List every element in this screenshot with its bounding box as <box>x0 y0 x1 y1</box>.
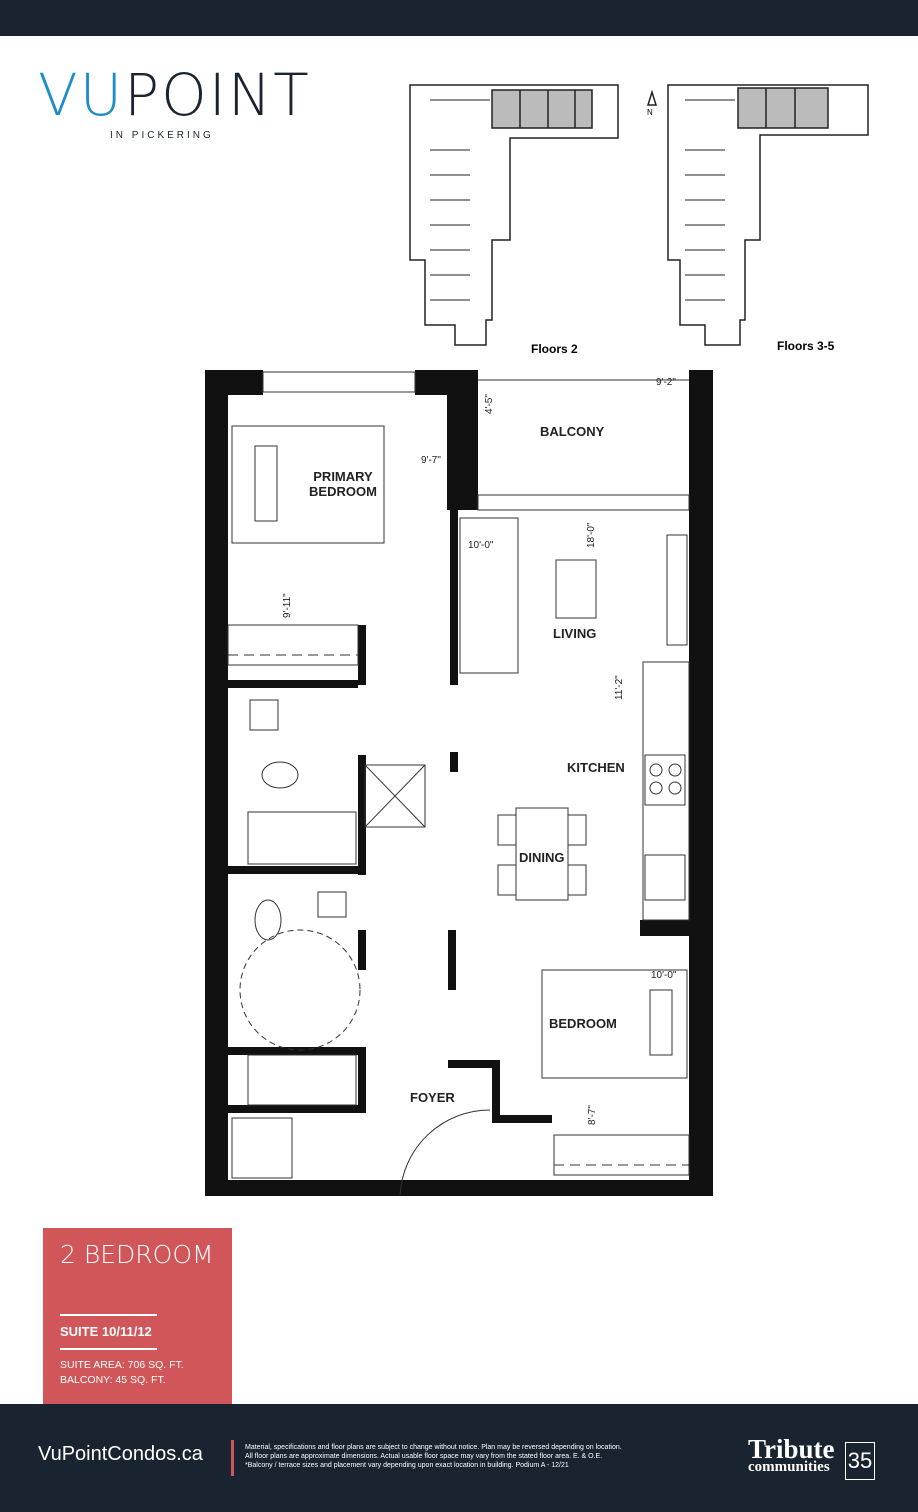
room-kitchen: KITCHEN <box>567 760 625 775</box>
suite-area: SUITE AREA: 706 SQ. FT. <box>60 1359 184 1371</box>
primary-bed <box>231 425 385 544</box>
dim-bedroom-width: 10'-0" <box>651 970 677 981</box>
room-foyer: FOYER <box>410 1090 455 1105</box>
sofa <box>459 517 519 674</box>
dim-primary-width: 9'-7" <box>421 455 441 466</box>
key-plan-floor-2-label: Floors 2 <box>531 342 578 356</box>
room-balcony: BALCONY <box>540 424 605 439</box>
closet <box>364 764 426 828</box>
tribute-sub: communities <box>748 1459 830 1475</box>
dim-balcony-depth: 4'-5" <box>484 394 495 414</box>
walls <box>205 370 713 1196</box>
top-bar <box>0 0 918 36</box>
dim-living-width: 10'-0" <box>468 540 494 551</box>
room-dining: DINING <box>519 850 565 865</box>
logo-vu: VU <box>38 61 125 129</box>
shower <box>247 811 357 865</box>
room-living: LIVING <box>553 626 597 641</box>
dim-living-depth: 18'-0" <box>586 522 597 548</box>
tv-unit <box>666 534 688 646</box>
suite-info-box: 2 BEDROOM SUITE 10/11/12 SUITE AREA: 706… <box>43 1228 232 1404</box>
suite-name: SUITE 10/11/12 <box>60 1324 152 1339</box>
key-plan-floor-3-5 <box>646 84 869 346</box>
dim-kitchen-depth: 11'-2" <box>614 675 625 700</box>
logo-point: POINT <box>124 61 311 129</box>
dim-bedroom-depth: 8'-7" <box>587 1105 598 1125</box>
divider <box>60 1348 157 1350</box>
dim-balcony-width: 9'-2" <box>656 377 676 388</box>
sink <box>644 854 686 901</box>
footer-divider <box>231 1440 234 1476</box>
bedroom-bed <box>541 969 688 1079</box>
coffee-table <box>555 559 597 619</box>
suite-type: 2 BEDROOM <box>60 1240 214 1269</box>
dim-primary-depth: 9'-11" <box>282 593 293 618</box>
bathtub <box>247 1054 357 1106</box>
disclaimer: Material, specifications and floor plans… <box>245 1444 622 1469</box>
washer-dryer <box>231 1117 293 1179</box>
years-badge: 35 <box>845 1442 875 1480</box>
tribute-name: Tribute <box>748 1434 835 1464</box>
stove <box>644 754 686 806</box>
website-link[interactable]: VuPointCondos.ca <box>38 1443 203 1465</box>
key-plan-floor-3-5-label: Floors 3-5 <box>777 339 835 353</box>
key-plan-floor-2 <box>409 84 619 346</box>
footer <box>0 1404 918 1512</box>
balcony-area: BALCONY: 45 SQ. FT. <box>60 1374 166 1386</box>
vupoint-logo: VUPOINT <box>38 66 311 124</box>
room-primary-bedroom: PRIMARY BEDROOM <box>309 469 377 499</box>
room-bedroom: BEDROOM <box>549 1016 617 1031</box>
dining-table <box>515 807 569 901</box>
north-label: N <box>647 108 653 117</box>
logo-subtitle: IN PICKERING <box>110 130 214 141</box>
north-arrow-icon <box>646 89 658 106</box>
divider <box>60 1314 157 1316</box>
